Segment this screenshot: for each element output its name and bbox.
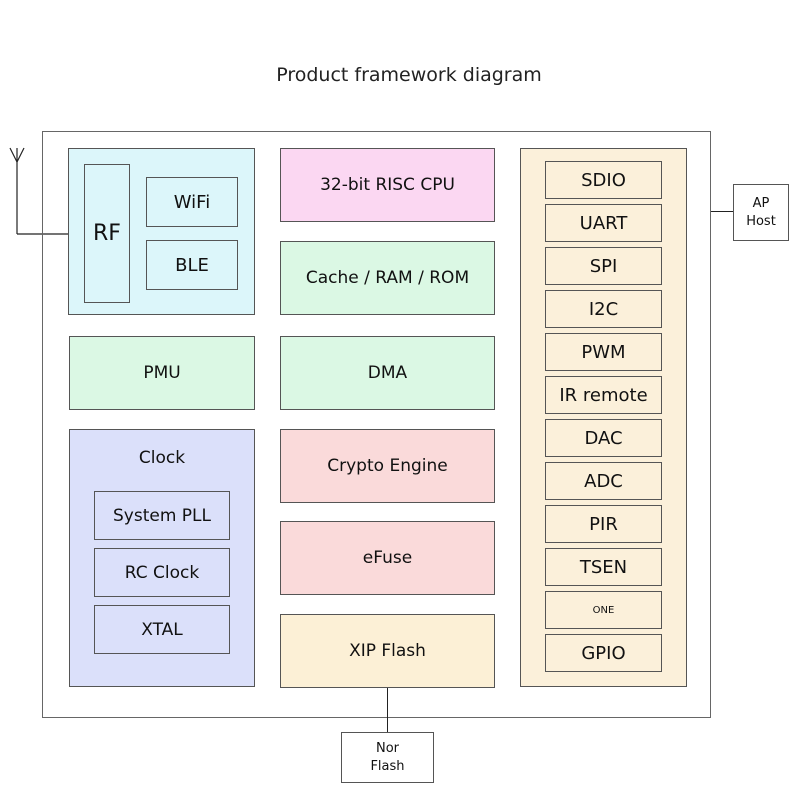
- peripheral-spi: SPI: [545, 247, 662, 285]
- peripheral-pwm: PWM: [545, 333, 662, 371]
- ble-block: BLE: [146, 240, 238, 290]
- clock-item-system-pll: System PLL: [94, 491, 230, 540]
- ble-label: BLE: [175, 254, 209, 276]
- pmu-block: PMU: [69, 336, 255, 410]
- pmu-label: PMU: [143, 363, 181, 383]
- nor-flash-connector: [387, 688, 388, 733]
- peripheral-sdio: SDIO: [545, 161, 662, 199]
- cpu-label: 32-bit RISC CPU: [320, 175, 455, 195]
- peripheral-adc: ADC: [545, 462, 662, 500]
- peripheral-pir: PIR: [545, 505, 662, 543]
- ap-host-block: AP Host: [733, 184, 789, 241]
- peripheral-ir-remote: IR remote: [545, 376, 662, 414]
- clock-item-label: System PLL: [113, 505, 211, 526]
- wifi-label: WiFi: [173, 191, 211, 213]
- clock-item-label: XTAL: [141, 619, 183, 640]
- clock-label: Clock: [138, 448, 186, 468]
- crypto-engine-label: Crypto Engine: [327, 456, 448, 476]
- nor-flash-label-line2: Flash: [370, 758, 405, 774]
- peripheral-uart: UART: [545, 204, 662, 242]
- memory-block: Cache / RAM / ROM: [280, 241, 495, 315]
- ap-host-label-line1: AP: [752, 195, 770, 211]
- xip-flash-label: XIP Flash: [349, 641, 426, 661]
- peripheral-label: TSEN: [579, 556, 628, 578]
- nor-flash-label-line1: Nor: [375, 740, 400, 756]
- rf-block: RF: [84, 164, 130, 303]
- wifi-block: WiFi: [146, 177, 238, 227]
- peripheral-gpio: GPIO: [545, 634, 662, 672]
- efuse-block: eFuse: [280, 521, 495, 595]
- clock-item-rc-clock: RC Clock: [94, 548, 230, 597]
- chip-boundary: [42, 131, 711, 718]
- peripheral-dac: DAC: [545, 419, 662, 457]
- diagram-title: Product framework diagram: [276, 64, 542, 86]
- memory-label: Cache / RAM / ROM: [305, 268, 470, 288]
- rf-label: RF: [93, 221, 121, 246]
- dma-block: DMA: [280, 336, 495, 410]
- peripheral-label: PWM: [581, 341, 626, 363]
- clock-item-label: RC Clock: [124, 562, 200, 583]
- peripheral-label: SPI: [589, 255, 618, 277]
- peripheral-label: GPIO: [581, 642, 626, 664]
- peripheral-label: ONE: [592, 604, 615, 616]
- xip-flash-block: XIP Flash: [280, 614, 495, 688]
- clock-item-xtal: XTAL: [94, 605, 230, 654]
- peripheral-i2c: I2C: [545, 290, 662, 328]
- peripheral-label: UART: [579, 212, 628, 234]
- peripheral-tsen: TSEN: [545, 548, 662, 586]
- peripheral-label: IR remote: [559, 384, 648, 406]
- ap-host-label-line2: Host: [746, 213, 776, 229]
- cpu-block: 32-bit RISC CPU: [280, 148, 495, 222]
- crypto-engine-block: Crypto Engine: [280, 429, 495, 503]
- nor-flash-block: Nor Flash: [341, 732, 434, 783]
- peripheral-label: SDIO: [581, 169, 626, 191]
- peripheral-label: PIR: [589, 513, 618, 535]
- peripheral-one: ONE: [545, 591, 662, 629]
- efuse-label: eFuse: [362, 548, 413, 568]
- peripheral-label: I2C: [588, 298, 619, 320]
- ap-host-connector: [711, 211, 733, 212]
- dma-label: DMA: [367, 363, 408, 383]
- peripheral-label: DAC: [584, 427, 623, 449]
- peripheral-label: ADC: [584, 470, 623, 492]
